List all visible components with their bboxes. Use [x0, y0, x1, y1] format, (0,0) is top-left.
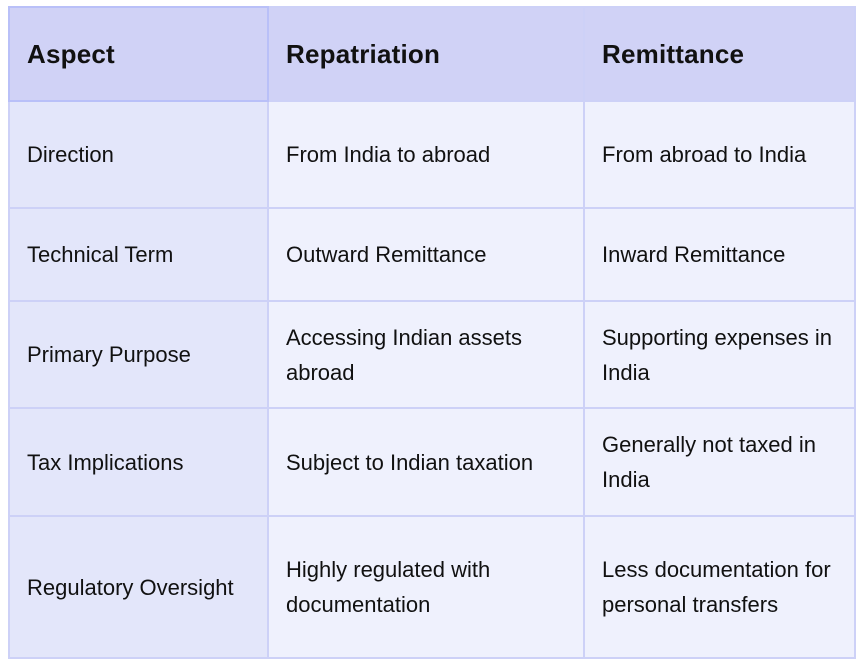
repatriation-cell: Highly regulated with documentation: [267, 515, 585, 659]
header-row: Aspect Repatriation Remittance: [8, 6, 856, 102]
aspect-cell: Direction: [8, 100, 269, 209]
table-row: Technical Term Outward Remittance Inward…: [8, 207, 856, 302]
header-aspect: Aspect: [8, 6, 269, 102]
repatriation-cell: Outward Remittance: [267, 207, 585, 302]
table-row: Regulatory Oversight Highly regulated wi…: [8, 515, 856, 659]
aspect-cell: Tax Implications: [8, 407, 269, 517]
table-row: Direction From India to abroad From abro…: [8, 100, 856, 209]
comparison-table: Aspect Repatriation Remittance Direction…: [8, 6, 856, 659]
table-row: Tax Implications Subject to Indian taxat…: [8, 407, 856, 517]
aspect-cell: Primary Purpose: [8, 300, 269, 409]
table-row: Primary Purpose Accessing Indian assets …: [8, 300, 856, 409]
header-repatriation: Repatriation: [267, 6, 585, 102]
aspect-cell: Technical Term: [8, 207, 269, 302]
remittance-cell: Generally not taxed in India: [583, 407, 856, 517]
remittance-cell: Supporting expenses in India: [583, 300, 856, 409]
aspect-cell: Regulatory Oversight: [8, 515, 269, 659]
repatriation-cell: From India to abroad: [267, 100, 585, 209]
header-remittance: Remittance: [583, 6, 856, 102]
remittance-cell: Inward Remittance: [583, 207, 856, 302]
repatriation-cell: Accessing Indian assets abroad: [267, 300, 585, 409]
remittance-cell: Less documentation for personal transfer…: [583, 515, 856, 659]
repatriation-cell: Subject to Indian taxation: [267, 407, 585, 517]
remittance-cell: From abroad to India: [583, 100, 856, 209]
